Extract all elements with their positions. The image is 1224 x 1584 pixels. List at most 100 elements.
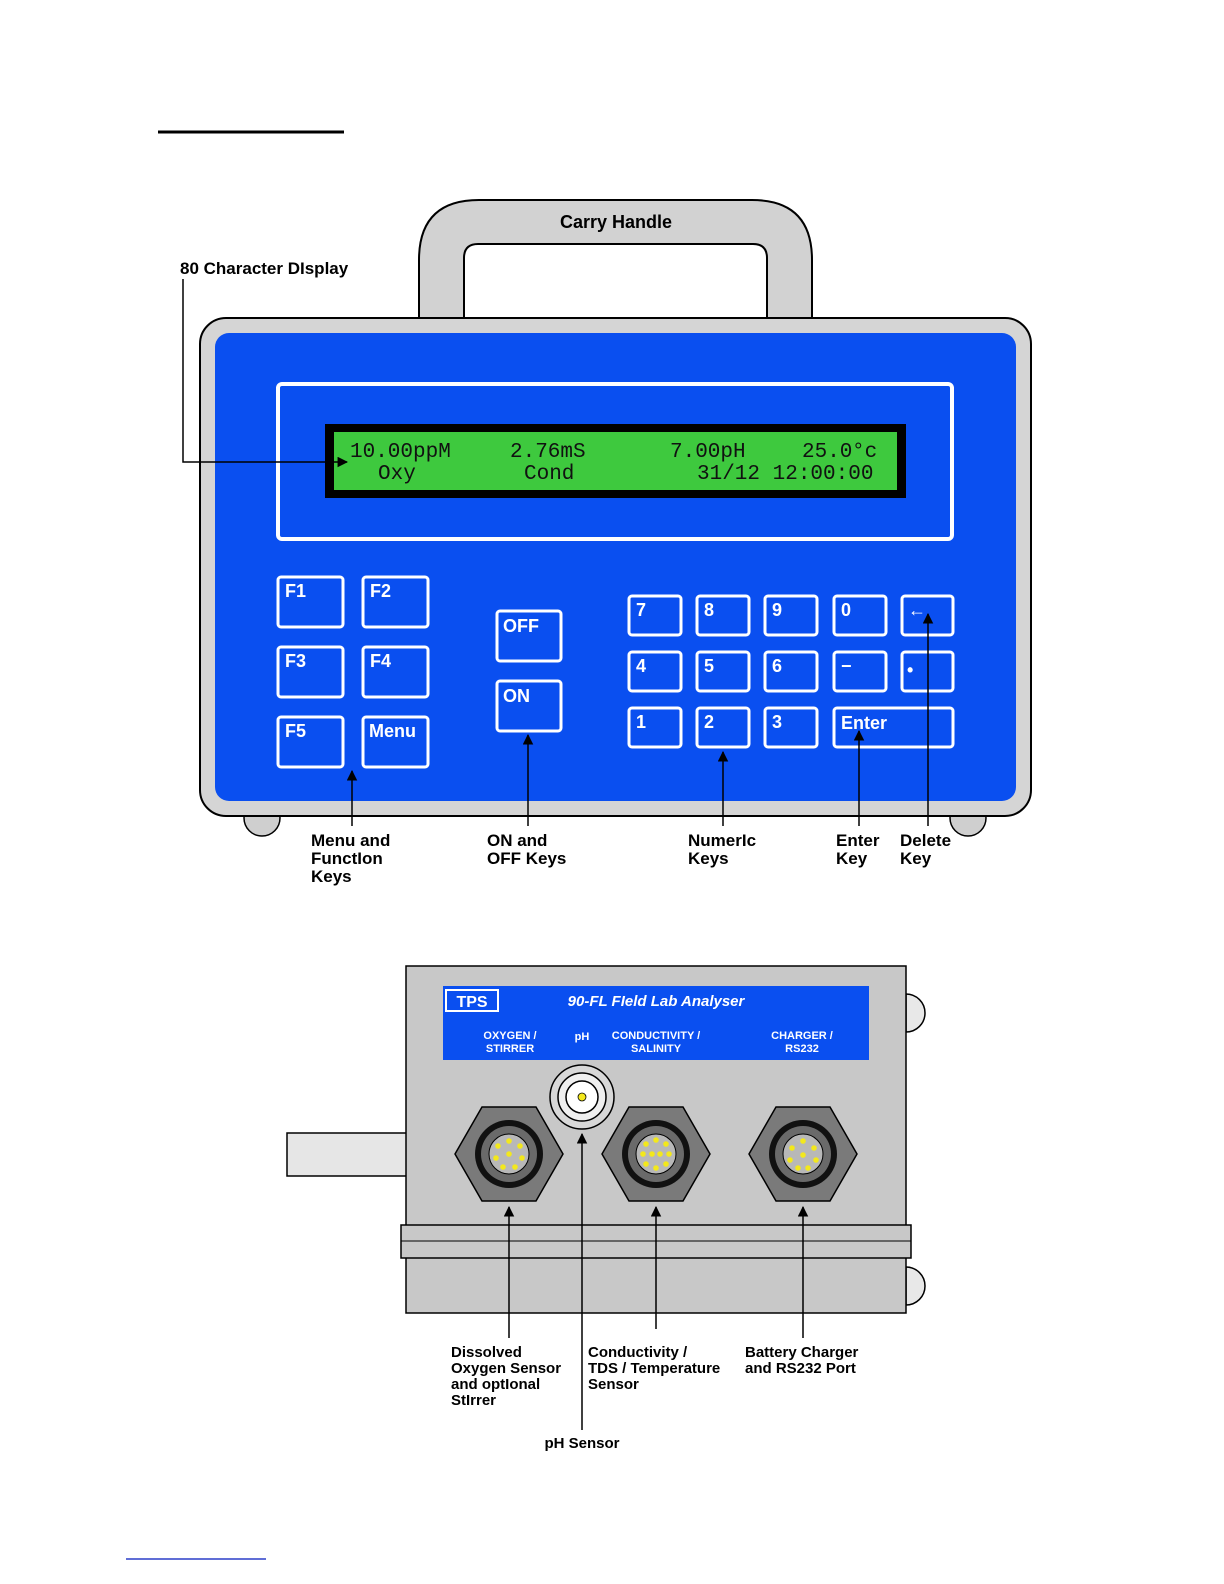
carry-handle-label: Carry Handle	[560, 212, 672, 232]
lcd-oxy-label: Oxy	[378, 463, 416, 486]
conductivity-callout: Conductivity / TDS / Temperature Sensor	[588, 1205, 720, 1393]
function-keys: F1 F2 F3 F4 F5 Menu	[276, 575, 430, 769]
key-off-label: OFF	[503, 616, 539, 636]
key-0-label: 0	[841, 600, 851, 620]
key-2[interactable]: 2	[695, 706, 751, 749]
key-f4[interactable]: F4	[361, 645, 430, 699]
connector-label-plate	[443, 986, 869, 1060]
oxygen-callout-line1: Dissolved	[451, 1344, 522, 1361]
port-label-oxygen-line1: OXYGEN /	[483, 1030, 536, 1042]
key-7[interactable]: 7	[627, 594, 683, 637]
key-5-label: 5	[704, 656, 714, 676]
lcd-cond-label: Cond	[524, 463, 574, 486]
minus-icon: −	[841, 656, 852, 676]
menu-function-callout: Menu and FunctIon Keys	[311, 769, 390, 886]
display-callout: 80 Character DIsplay	[180, 259, 349, 468]
port-label-charger-line1: CHARGER /	[771, 1030, 833, 1042]
key-7-label: 7	[636, 600, 646, 620]
enter-callout-line2: Key	[836, 849, 868, 868]
key-4[interactable]: 4	[627, 650, 683, 693]
brand-logo	[445, 989, 499, 1012]
charger-callout-line2: and RS232 Port	[745, 1360, 856, 1377]
oxygen-callout-line3: and optIonal	[451, 1376, 540, 1393]
key-minus[interactable]: −	[832, 650, 888, 693]
port-label-ph: pH	[575, 1031, 590, 1043]
menu-function-callout-line1: Menu and	[311, 831, 390, 850]
key-5[interactable]: 5	[695, 650, 751, 693]
port-label-oxygen-line2: STIRRER	[486, 1043, 534, 1055]
key-2-label: 2	[704, 712, 714, 732]
key-1[interactable]: 1	[627, 706, 683, 749]
delete-arrow-icon: ←	[908, 600, 926, 620]
key-off[interactable]: OFF	[495, 609, 563, 663]
conductivity-callout-line1: Conductivity /	[588, 1344, 688, 1361]
numeric-keypad: 7 8 9 0 ← 4 5 6 − • 1 2 3 Enter	[627, 594, 955, 749]
on-off-callout-line2: OFF Keys	[487, 849, 566, 868]
key-f1[interactable]: F1	[276, 575, 345, 629]
key-f5-label: F5	[285, 721, 306, 741]
key-8[interactable]: 8	[695, 594, 751, 637]
brand-logo-text: TPS	[456, 994, 487, 1011]
charger-rs232-connector[interactable]	[748, 1106, 858, 1202]
ph-callout-label: pH Sensor	[544, 1435, 619, 1452]
key-3[interactable]: 3	[763, 706, 819, 749]
key-f5[interactable]: F5	[276, 715, 345, 769]
ph-bnc-connector[interactable]	[549, 1064, 615, 1130]
port-label-conductivity-line2: SALINITY	[631, 1043, 682, 1055]
key-enter-label: Enter	[841, 713, 887, 733]
lcd-screen	[334, 432, 897, 490]
port-label-conductivity-line1: CONDUCTIVITY /	[612, 1030, 700, 1042]
upper-foot	[905, 993, 926, 1033]
lcd-oxygen-value: 10.00ppM	[350, 441, 451, 464]
on-off-callout-line1: ON and	[487, 831, 547, 850]
oxygen-connector[interactable]	[454, 1106, 564, 1202]
carry-handle: Carry Handle	[418, 199, 813, 321]
menu-function-callout-line2: FunctIon	[311, 849, 383, 868]
oxygen-callout: Dissolved Oxygen Sensor and optIonal StI…	[451, 1205, 561, 1409]
key-f3[interactable]: F3	[276, 645, 345, 699]
on-off-callout: ON and OFF Keys	[487, 733, 566, 868]
menu-function-callout-line3: Keys	[311, 867, 352, 886]
model-name: 90-FL FIeld Lab Analyser	[568, 993, 746, 1010]
key-8-label: 8	[704, 600, 714, 620]
key-on[interactable]: ON	[495, 679, 563, 733]
key-3-label: 3	[772, 712, 782, 732]
connector-panel-view: TPS 90-FL FIeld Lab Analyser OXYGEN / ST…	[286, 965, 926, 1314]
key-1-label: 1	[636, 712, 646, 732]
numeric-callout: NumerIc Keys	[688, 750, 756, 868]
delete-callout-line1: Delete	[900, 831, 951, 850]
lcd-temperature-value: 25.0	[802, 441, 852, 464]
decimal-point-icon: •	[907, 660, 913, 680]
key-enter[interactable]: Enter	[832, 706, 955, 749]
key-f4-label: F4	[370, 651, 391, 671]
lcd-datetime: 31/12 12:00:00	[697, 463, 873, 486]
charger-callout-line1: Battery Charger	[745, 1344, 859, 1361]
side-handle	[286, 1132, 408, 1177]
key-f2-label: F2	[370, 581, 391, 601]
key-f2[interactable]: F2	[361, 575, 430, 629]
conductivity-connector[interactable]	[601, 1106, 711, 1202]
key-6-label: 6	[772, 656, 782, 676]
charger-callout: Battery Charger and RS232 Port	[745, 1205, 859, 1377]
lcd-temperature-unit: °c	[852, 441, 877, 464]
key-f1-label: F1	[285, 581, 306, 601]
front-panel	[215, 333, 1016, 801]
oxygen-callout-line2: Oxygen Sensor	[451, 1360, 561, 1377]
conductivity-callout-line2: TDS / Temperature	[588, 1360, 720, 1377]
key-menu-label: Menu	[369, 721, 416, 741]
key-9[interactable]: 9	[763, 594, 819, 637]
enter-callout: Enter Key	[836, 729, 880, 868]
delete-callout-line2: Key	[900, 849, 932, 868]
port-label-charger-line2: RS232	[785, 1043, 819, 1055]
display-callout-label: 80 Character DIsplay	[180, 259, 349, 278]
key-0[interactable]: 0	[832, 594, 888, 637]
delete-callout: Delete Key	[900, 612, 951, 868]
lcd-conductivity-value: 2.76mS	[510, 441, 586, 464]
display-callout-line	[182, 279, 349, 468]
ph-callout: pH Sensor	[544, 1132, 620, 1452]
key-6[interactable]: 6	[763, 650, 819, 693]
key-menu[interactable]: Menu	[361, 715, 430, 769]
enter-callout-line1: Enter	[836, 831, 880, 850]
key-4-label: 4	[636, 656, 646, 676]
